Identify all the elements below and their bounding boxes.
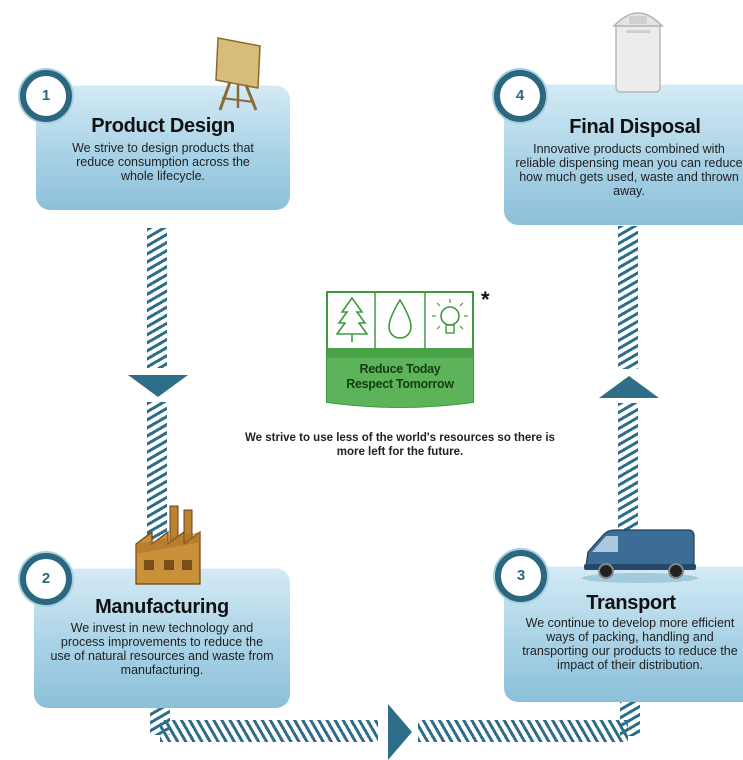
connector-bottom-to-transport <box>620 700 640 736</box>
stage-description: Innovative products combined with reliab… <box>515 142 743 198</box>
connector-transport-to-disposal-lower <box>618 403 638 541</box>
step-number-badge: 3 <box>495 550 547 602</box>
arrow-right-icon <box>388 704 412 760</box>
light-bulb-icon <box>432 299 468 334</box>
reduce-today-logo: Reduce Today Respect Tomorrow * <box>325 287 490 408</box>
stage-card-final-disposal: Final Disposal Innovative products combi… <box>504 84 743 225</box>
connector-bottom-right <box>418 720 628 742</box>
tree-icon <box>335 296 369 342</box>
connector-bottom-left <box>160 720 378 742</box>
stage-card-manufacturing: Manufacturing We invest in new technolog… <box>34 568 290 708</box>
stage-card-transport: Transport We continue to develop more ef… <box>504 566 743 702</box>
stage-description: We strive to design products that reduce… <box>72 141 254 183</box>
water-drop-icon <box>388 298 412 339</box>
mission-statement: We strive to use less of the world's res… <box>245 432 555 458</box>
connector-transport-to-disposal-upper <box>618 226 638 369</box>
logo-text-line1: Reduce Today <box>359 362 441 376</box>
step-number-badge: 2 <box>20 553 72 605</box>
stage-title: Final Disposal <box>569 116 701 138</box>
easel-icon <box>208 37 276 111</box>
logo-text-line2: Respect Tomorrow <box>346 377 454 391</box>
connector-design-to-manufacturing-lower <box>147 402 167 552</box>
van-icon <box>582 529 698 583</box>
stage-description: We invest in new technology and process … <box>50 621 274 677</box>
trash-bin-icon <box>612 12 664 93</box>
step-number-badge: 1 <box>20 70 72 122</box>
stage-description: We continue to develop more efficient wa… <box>522 616 738 672</box>
arrow-down-icon <box>128 375 188 397</box>
stage-title: Manufacturing <box>95 596 229 618</box>
connector-design-to-manufacturing-upper <box>147 228 167 368</box>
stage-title: Transport <box>586 592 676 614</box>
factory-icon <box>135 505 201 585</box>
step-number-badge: 4 <box>494 70 546 122</box>
logo-asterisk: * <box>481 287 490 312</box>
arrow-up-icon <box>599 376 659 398</box>
stage-title: Product Design <box>91 115 235 137</box>
